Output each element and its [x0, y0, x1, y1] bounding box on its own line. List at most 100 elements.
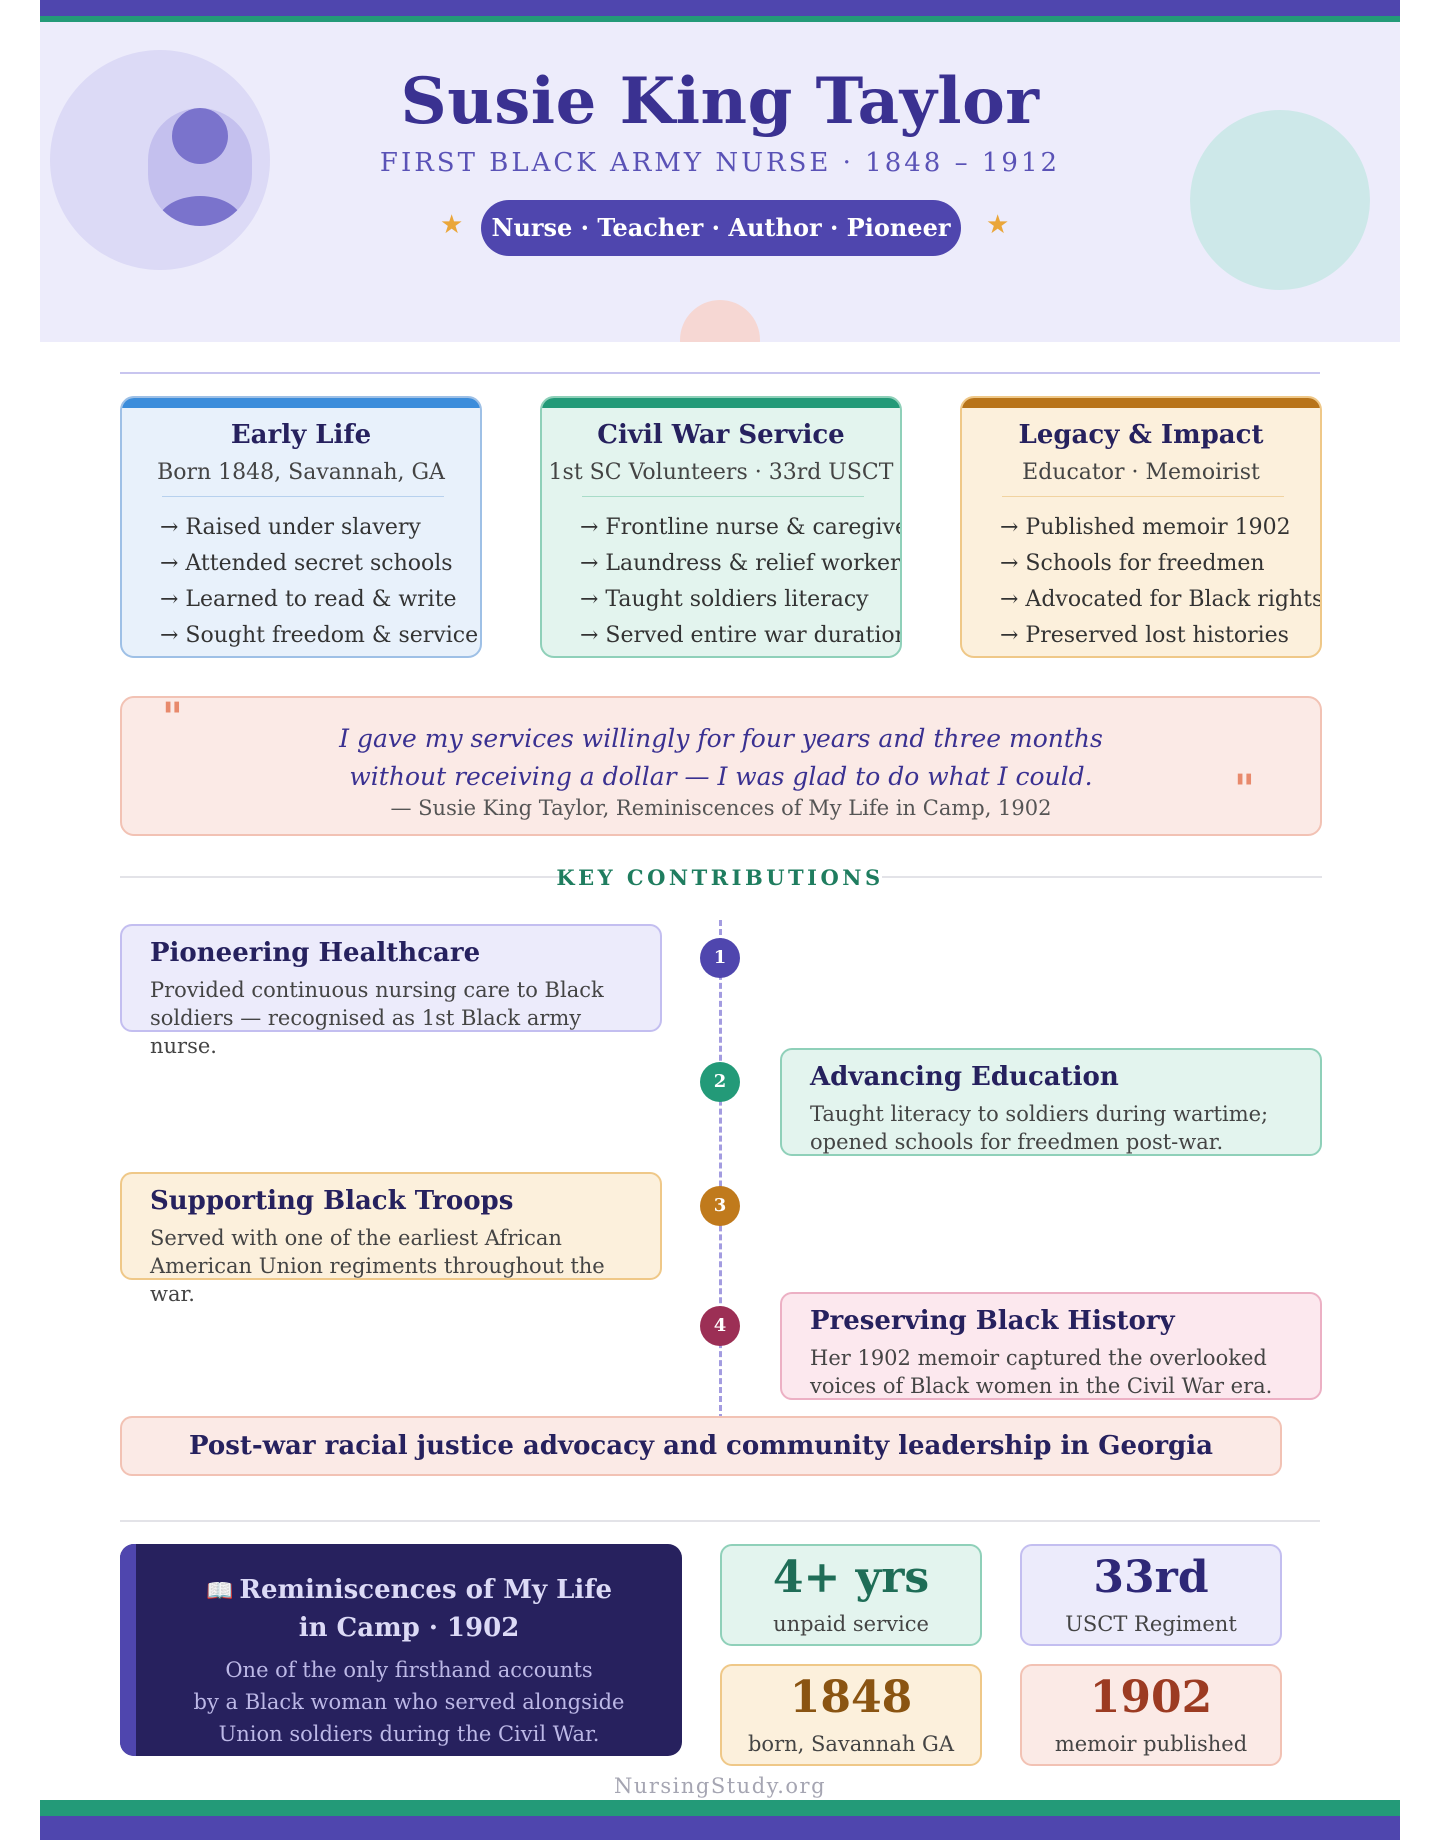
stat-card-service: 4+ yrs unpaid service — [720, 1544, 982, 1646]
list-item: → Learned to read & write — [160, 587, 457, 612]
footer-site-link[interactable]: NursingStudy.org — [613, 1774, 827, 1798]
list-item: → Preserved lost histories — [1000, 623, 1289, 648]
desc-line: soldiers — recognised as 1st Black army … — [150, 1006, 582, 1058]
card-subtitle: 1st SC Volunteers · 33rd USCT — [548, 460, 894, 485]
star-icon: ★ — [986, 210, 1010, 240]
star-icon: ★ — [440, 210, 464, 240]
list-item: → Advocated for Black rights — [1000, 587, 1322, 612]
quote-attribution: — Susie King Taylor, Reminiscences of My… — [390, 796, 1052, 820]
stat-label: born, Savannah GA — [747, 1732, 954, 1756]
contribution-desc: Her 1902 memoir captured the overlooked … — [810, 1344, 1310, 1400]
section-heading: KEY CONTRIBUTIONS — [556, 865, 884, 890]
section-rule — [120, 876, 560, 878]
desc-line: by a Black woman who served alongside — [193, 1690, 625, 1714]
card-legacy-impact: Legacy & Impact Educator · Memoirist → P… — [960, 396, 1322, 658]
card-early-life: Early Life Born 1848, Savannah, GA → Rai… — [120, 396, 482, 658]
memoir-title-line: in Camp · 1902 — [298, 1613, 520, 1643]
decorative-circle — [1190, 110, 1370, 290]
memoir-accent-bar — [120, 1544, 136, 1756]
divider — [120, 372, 1320, 374]
card-list: → Raised under slavery → Attended secret… — [160, 510, 478, 654]
stat-value: 33rd — [1093, 1552, 1209, 1603]
divider — [120, 1520, 1320, 1522]
post-war-banner: Post-war racial justice advocacy and com… — [120, 1416, 1282, 1476]
stat-card-regiment: 33rd USCT Regiment — [1020, 1544, 1282, 1646]
stat-value: 4+ yrs — [772, 1552, 930, 1603]
desc-line: Union soldiers during the Civil War. — [218, 1722, 600, 1746]
avatar-body — [156, 196, 244, 226]
stat-label: unpaid service — [773, 1612, 929, 1636]
list-item: → Attended secret schools — [160, 551, 453, 576]
timeline-line — [719, 920, 722, 1420]
bottom-stripe-green — [40, 1800, 1400, 1816]
list-item: → Raised under slavery — [160, 515, 421, 540]
card-civil-war-service: Civil War Service 1st SC Volunteers · 33… — [540, 396, 902, 658]
desc-line: American Union regiments throughout the … — [150, 1254, 605, 1306]
page-title: Susie King Taylor — [400, 64, 1040, 139]
card-divider — [162, 496, 444, 497]
avatar-icon — [148, 108, 252, 226]
contribution-title: Supporting Black Troops — [150, 1186, 514, 1216]
open-quote-icon: " — [162, 694, 183, 741]
list-item: → Schools for freedmen — [1000, 551, 1265, 576]
memoir-description: One of the only firsthand accounts by a … — [136, 1654, 682, 1750]
card-divider — [1002, 496, 1284, 497]
stat-value: 1902 — [1089, 1672, 1213, 1723]
desc-line: Taught literacy to soldiers during warti… — [810, 1102, 1269, 1126]
contribution-desc: Provided continuous nursing care to Blac… — [150, 976, 650, 1060]
quote-line: I gave my services willingly for four ye… — [339, 724, 1103, 753]
contribution-card: Pioneering Healthcare Provided continuou… — [120, 924, 662, 1058]
stat-label: USCT Regiment — [1065, 1612, 1237, 1636]
quote-box: " I gave my services willingly for four … — [120, 694, 1322, 836]
card-accent-bar — [122, 398, 480, 408]
section-rule — [882, 876, 1322, 878]
close-quote-icon: " — [1234, 766, 1255, 813]
desc-line: Provided continuous nursing care to Blac… — [150, 978, 604, 1002]
timeline-number: 2 — [700, 1062, 740, 1102]
memoir-title: 📖Reminiscences of My Life in Camp · 1902 — [136, 1572, 682, 1647]
memoir-box: 📖Reminiscences of My Life in Camp · 1902… — [120, 1544, 682, 1756]
card-list: → Published memoir 1902 → Schools for fr… — [1000, 510, 1322, 654]
card-divider — [582, 496, 864, 497]
memoir-title-line: Reminiscences of My Life — [239, 1575, 613, 1605]
card-accent-bar — [542, 398, 900, 408]
list-item: → Taught soldiers literacy — [580, 587, 869, 612]
list-item: → Sought freedom & service — [160, 623, 479, 648]
desc-line: Her 1902 memoir captured the overlooked — [810, 1346, 1267, 1370]
list-item: → Laundress & relief worker — [580, 551, 901, 576]
stat-value: 1848 — [789, 1672, 913, 1723]
desc-line: opened schools for freedmen post-war. — [810, 1130, 1224, 1154]
contribution-desc: Taught literacy to soldiers during warti… — [810, 1100, 1310, 1156]
header-banner: Susie King Taylor FIRST BLACK ARMY NURSE… — [40, 22, 1400, 342]
infographic-page: Susie King Taylor FIRST BLACK ARMY NURSE… — [40, 0, 1400, 1840]
timeline-number: 4 — [700, 1306, 740, 1346]
stat-card-born: 1848 born, Savannah GA — [720, 1664, 982, 1766]
card-accent-bar — [962, 398, 1320, 408]
list-item: → Published memoir 1902 — [1000, 515, 1291, 540]
avatar-head — [172, 108, 228, 164]
card-subtitle: Educator · Memoirist — [1022, 460, 1260, 485]
contribution-card: Supporting Black Troops Served with one … — [120, 1172, 662, 1306]
desc-line: One of the only firsthand accounts — [225, 1658, 593, 1682]
card-list: → Frontline nurse & caregiver → Laundres… — [580, 510, 902, 654]
list-item: → Frontline nurse & caregiver — [580, 515, 902, 540]
card-title: Early Life — [230, 420, 372, 450]
timeline-number: 3 — [700, 1186, 740, 1226]
roles-badge: Nurse · Teacher · Author · Pioneer — [481, 200, 961, 256]
top-stripe-green — [40, 16, 1400, 22]
quote-text: I gave my services willingly for four ye… — [122, 720, 1320, 796]
timeline-number: 1 — [700, 938, 740, 978]
contribution-card: Advancing Education Taught literacy to s… — [780, 1048, 1322, 1156]
contribution-title: Pioneering Healthcare — [150, 938, 481, 968]
bottom-stripe-purple — [40, 1816, 1400, 1840]
card-title: Civil War Service — [597, 420, 845, 450]
quote-line: without receiving a dollar — I was glad … — [349, 762, 1093, 791]
book-icon: 📖 — [205, 1578, 234, 1604]
contribution-card: Preserving Black History Her 1902 memoir… — [780, 1292, 1322, 1400]
stat-card-memoir: 1902 memoir published — [1020, 1664, 1282, 1766]
card-title: Legacy & Impact — [1018, 420, 1264, 450]
list-item: → Served entire war duration — [580, 623, 902, 648]
top-stripe-purple — [40, 0, 1400, 16]
stat-label: memoir published — [1054, 1732, 1248, 1756]
contribution-title: Preserving Black History — [810, 1306, 1175, 1336]
